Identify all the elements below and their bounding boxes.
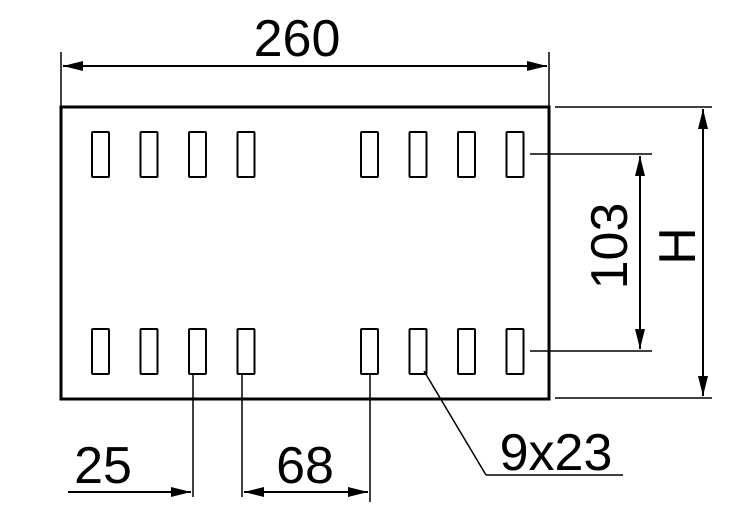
left-offset-label: 25	[74, 437, 132, 495]
slot-bottom-left-2	[139, 328, 159, 375]
slot-top-left-2	[139, 131, 159, 178]
slot-top-right-2	[408, 131, 428, 178]
left-offset-dimension: 25	[68, 437, 191, 497]
slot-bottom-right-4	[505, 328, 525, 375]
slot-spacing-label: 103	[581, 203, 639, 290]
gap-label: 68	[276, 437, 334, 495]
slot-size-leader	[423, 370, 487, 476]
slot-spacing-dimension: 103	[530, 153, 652, 352]
plate-outline	[59, 105, 551, 401]
slot-array	[91, 131, 525, 375]
slot-bottom-right-3	[457, 328, 476, 375]
slot-size-callout: 9x23	[423, 370, 623, 482]
slot-bottom-left-1	[91, 328, 110, 375]
slot-bottom-right-2	[408, 328, 428, 375]
slot-top-left-4	[236, 131, 256, 178]
gap-dimension: 68	[244, 437, 368, 497]
slot-bottom-left-3	[188, 328, 207, 375]
slot-top-left-1	[91, 131, 110, 178]
slot-top-left-3	[188, 131, 207, 178]
slot-top-right-4	[505, 131, 525, 178]
width-dimension: 260	[60, 10, 550, 107]
slot-bottom-right-1	[360, 328, 379, 375]
slot-size-label: 9x23	[500, 424, 613, 482]
slot-top-right-3	[457, 131, 476, 178]
width-label: 260	[254, 10, 341, 68]
height-label: H	[649, 227, 707, 265]
slot-bottom-left-4	[236, 328, 256, 375]
slot-top-right-1	[360, 131, 379, 178]
height-dimension: H	[555, 106, 712, 399]
